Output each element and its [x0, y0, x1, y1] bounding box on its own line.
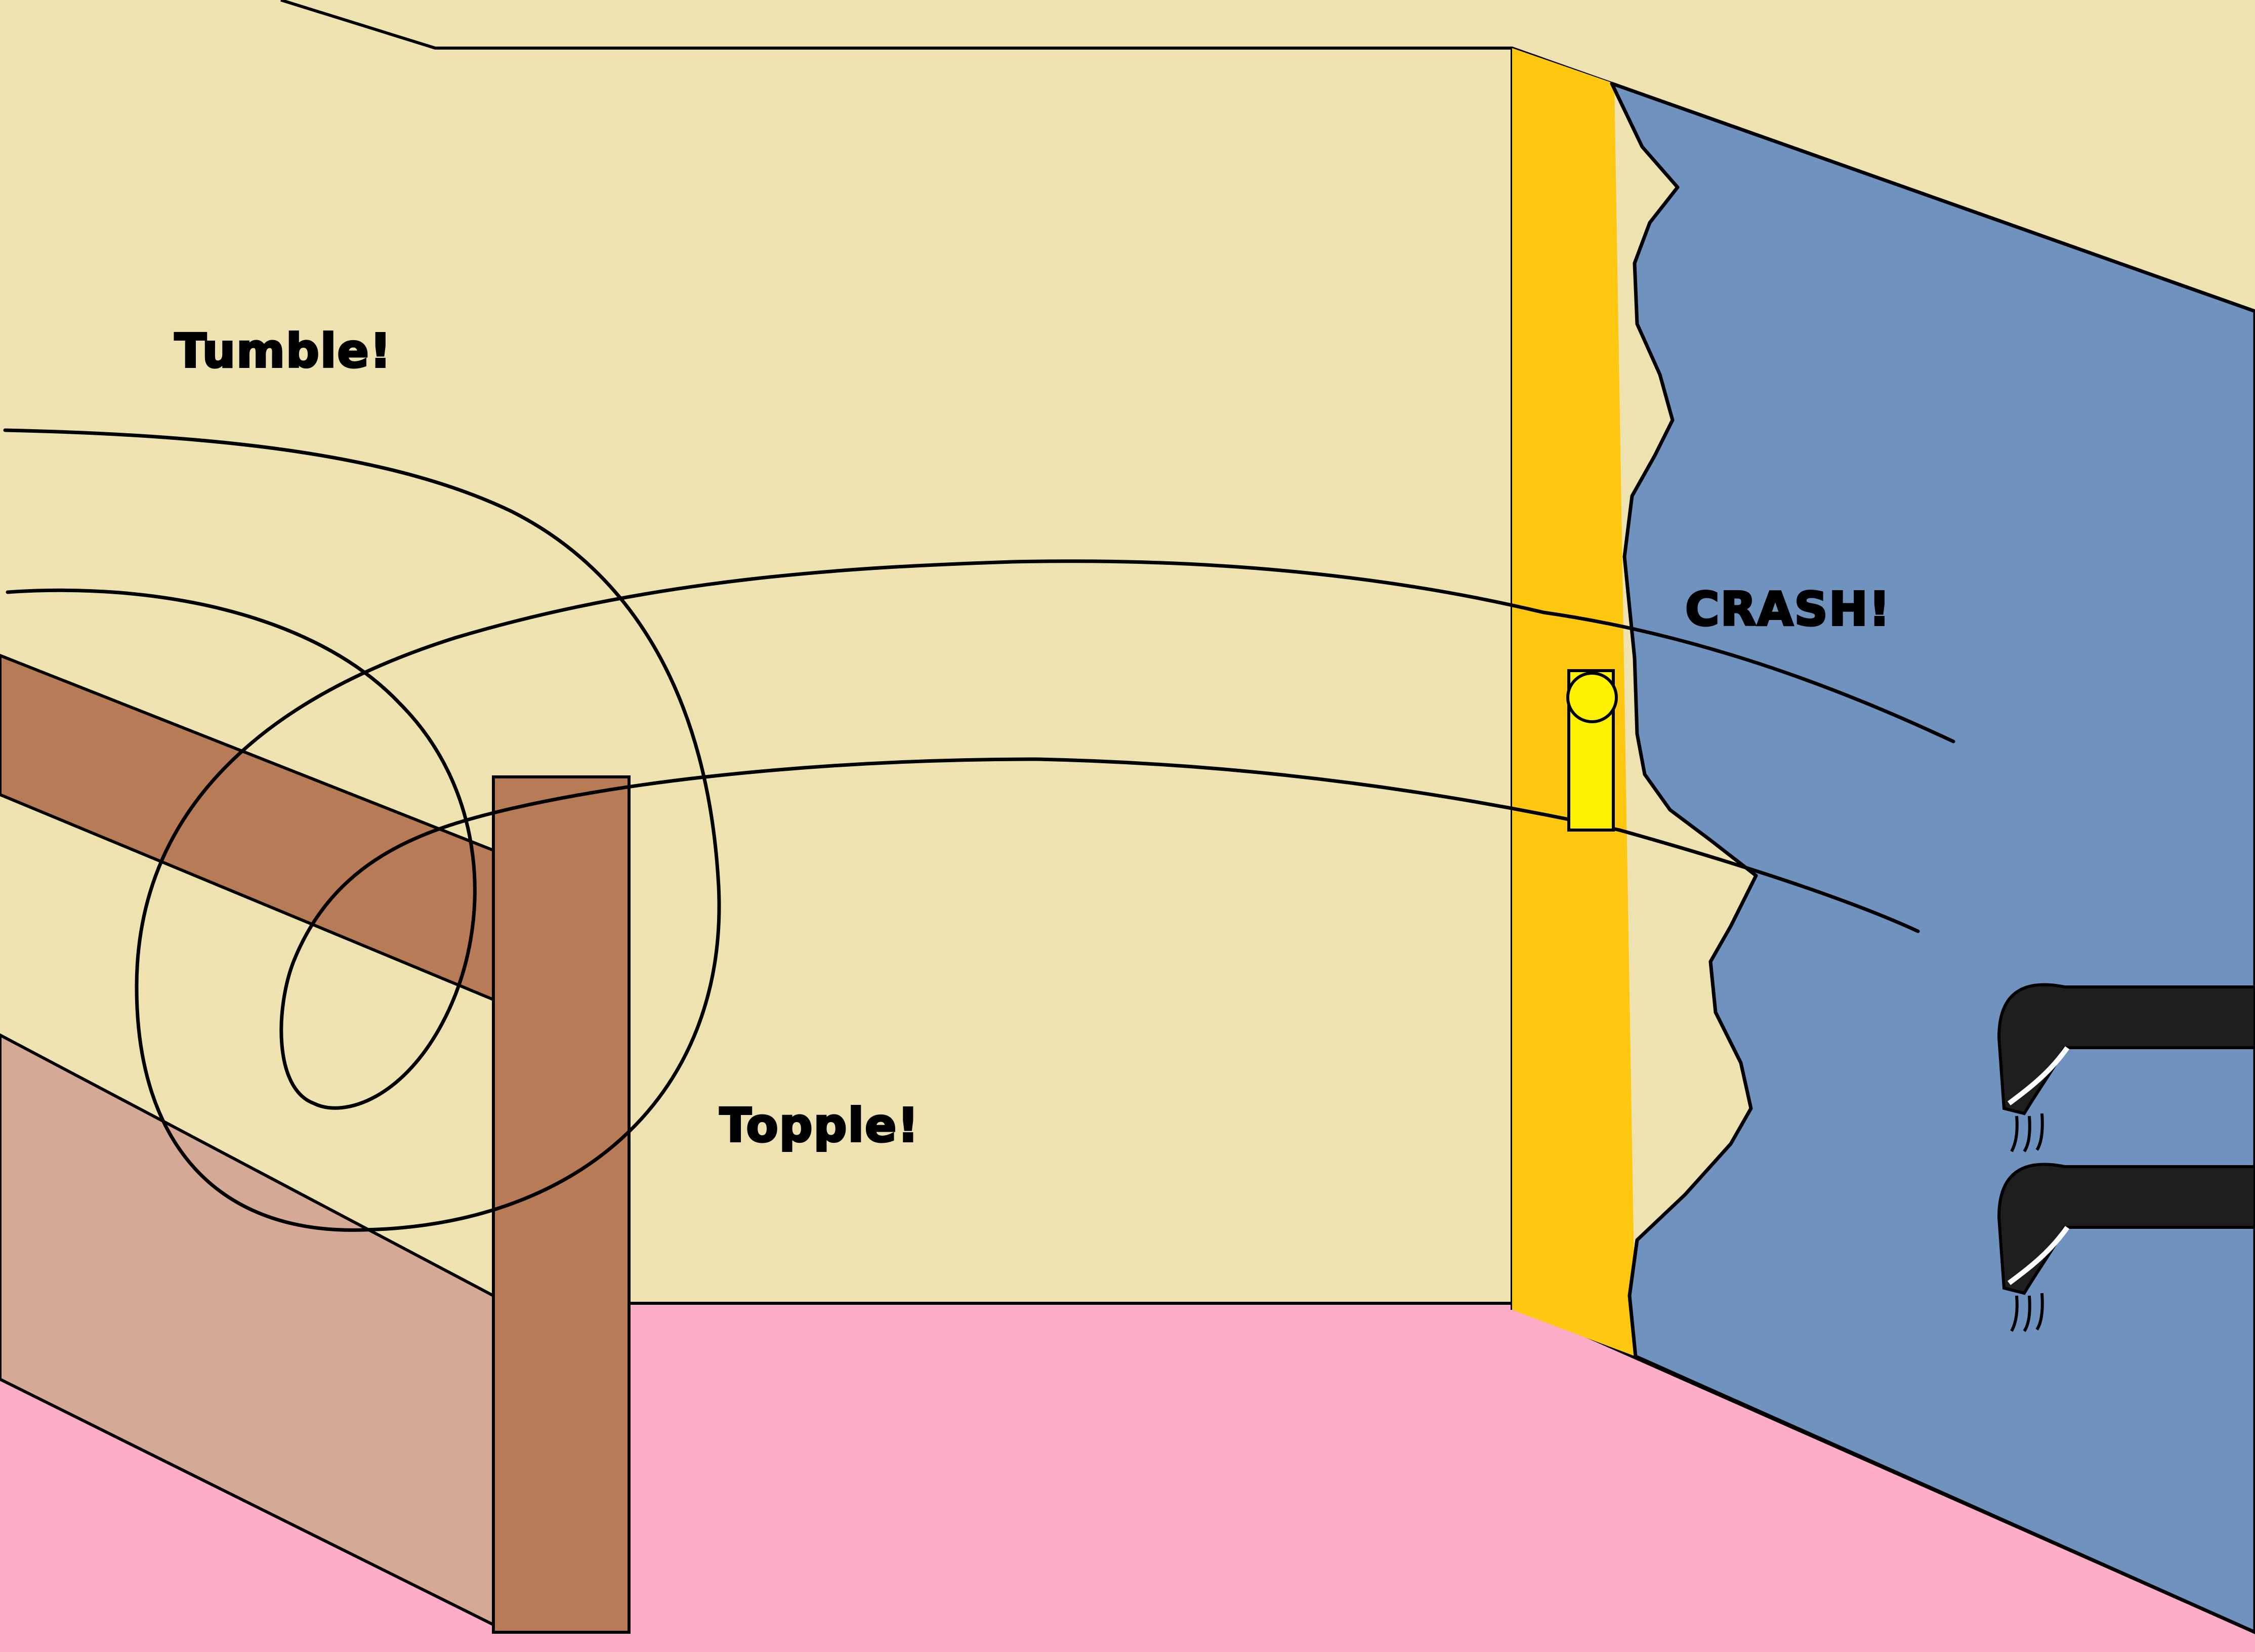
shoe-icon-upper: [1997, 983, 2255, 1152]
light-switch-icon: [1566, 669, 1618, 832]
motion-lines: [3, 428, 1955, 1232]
spiral-line-inner: [6, 588, 1920, 1110]
wall-burst-hole: [1610, 81, 2255, 1634]
sfx-tumble-text: Tumble!: [174, 323, 392, 379]
bed-post: [492, 775, 631, 1634]
sfx-topple-text: Topple!: [719, 1097, 920, 1153]
spiral-line-outer: [3, 428, 1955, 1232]
shoe-icon-lower: [1997, 1163, 2255, 1332]
sfx-crash-text: CRASH!: [1684, 581, 1891, 637]
